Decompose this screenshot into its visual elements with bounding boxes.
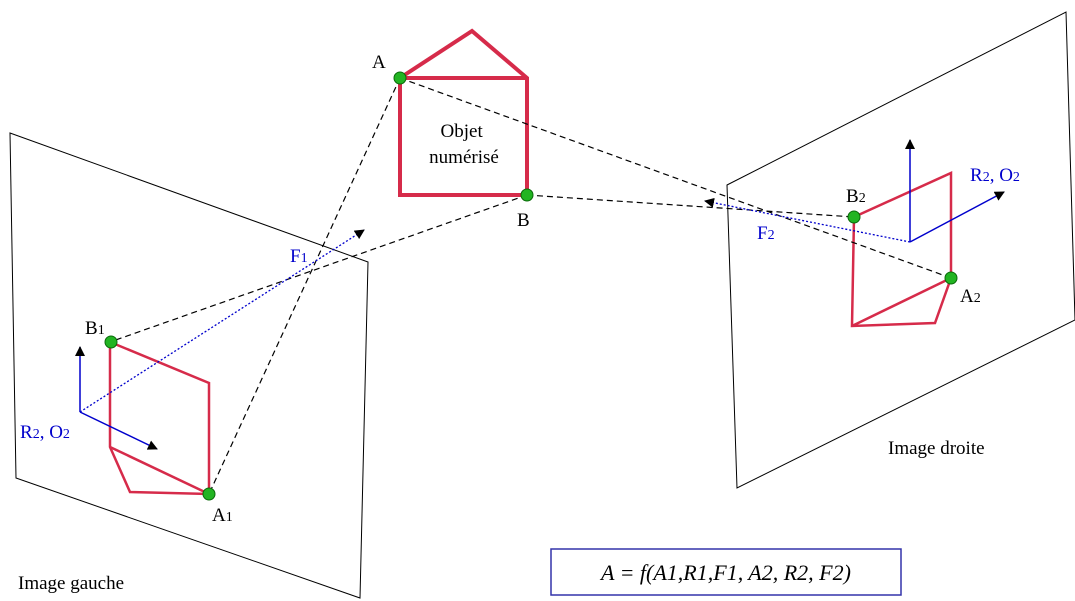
house-object bbox=[398, 28, 529, 197]
label-point-b1: B1 bbox=[85, 318, 105, 339]
label-object-line2: numérisé bbox=[429, 147, 499, 168]
left-projected-inner bbox=[109, 445, 210, 496]
point-a1 bbox=[202, 487, 216, 501]
projection-rays bbox=[109, 77, 952, 495]
label-focal-right: F2 bbox=[757, 223, 775, 244]
left-image-plane bbox=[9, 132, 369, 599]
right-projected-inner bbox=[851, 276, 952, 328]
formula-box bbox=[550, 548, 902, 596]
label-focal-left: F1 bbox=[290, 246, 308, 267]
ray-a-a2 bbox=[399, 77, 952, 279]
left-frame-axis-right bbox=[79, 411, 158, 450]
label-point-a1: A1 bbox=[212, 505, 233, 526]
left-optical-axis bbox=[79, 229, 365, 413]
formula-text: A = f(A1,R1,F1, A2, R2, F2) bbox=[599, 560, 851, 585]
point-a2 bbox=[944, 271, 958, 285]
points bbox=[104, 71, 958, 501]
right-projected-object bbox=[850, 171, 953, 328]
label-point-b: B bbox=[517, 210, 530, 231]
ray-b-b2 bbox=[526, 194, 855, 218]
point-b bbox=[520, 188, 534, 202]
label-image-right: Image droite bbox=[888, 438, 985, 459]
right-image-plane bbox=[726, 11, 1075, 489]
label-frame-left: R2, O2 bbox=[20, 422, 70, 443]
point-b1 bbox=[104, 335, 118, 349]
point-b2 bbox=[847, 210, 861, 224]
label-object-line1: Objet bbox=[441, 121, 484, 142]
label-point-a2: A2 bbox=[960, 286, 981, 307]
ray-a-a1 bbox=[208, 77, 401, 495]
label-frame-right: R2, O2 bbox=[970, 165, 1020, 186]
right-frame-axis-right bbox=[909, 191, 1005, 243]
label-point-a: A bbox=[372, 52, 386, 73]
right-optical-axis bbox=[704, 197, 911, 243]
left-projected-object bbox=[108, 340, 211, 496]
label-image-left: Image gauche bbox=[18, 573, 124, 594]
ray-b-b1 bbox=[109, 194, 528, 343]
label-point-b2: B2 bbox=[846, 186, 866, 207]
label-object: Objet numérisé bbox=[429, 121, 499, 168]
point-a bbox=[393, 71, 407, 85]
